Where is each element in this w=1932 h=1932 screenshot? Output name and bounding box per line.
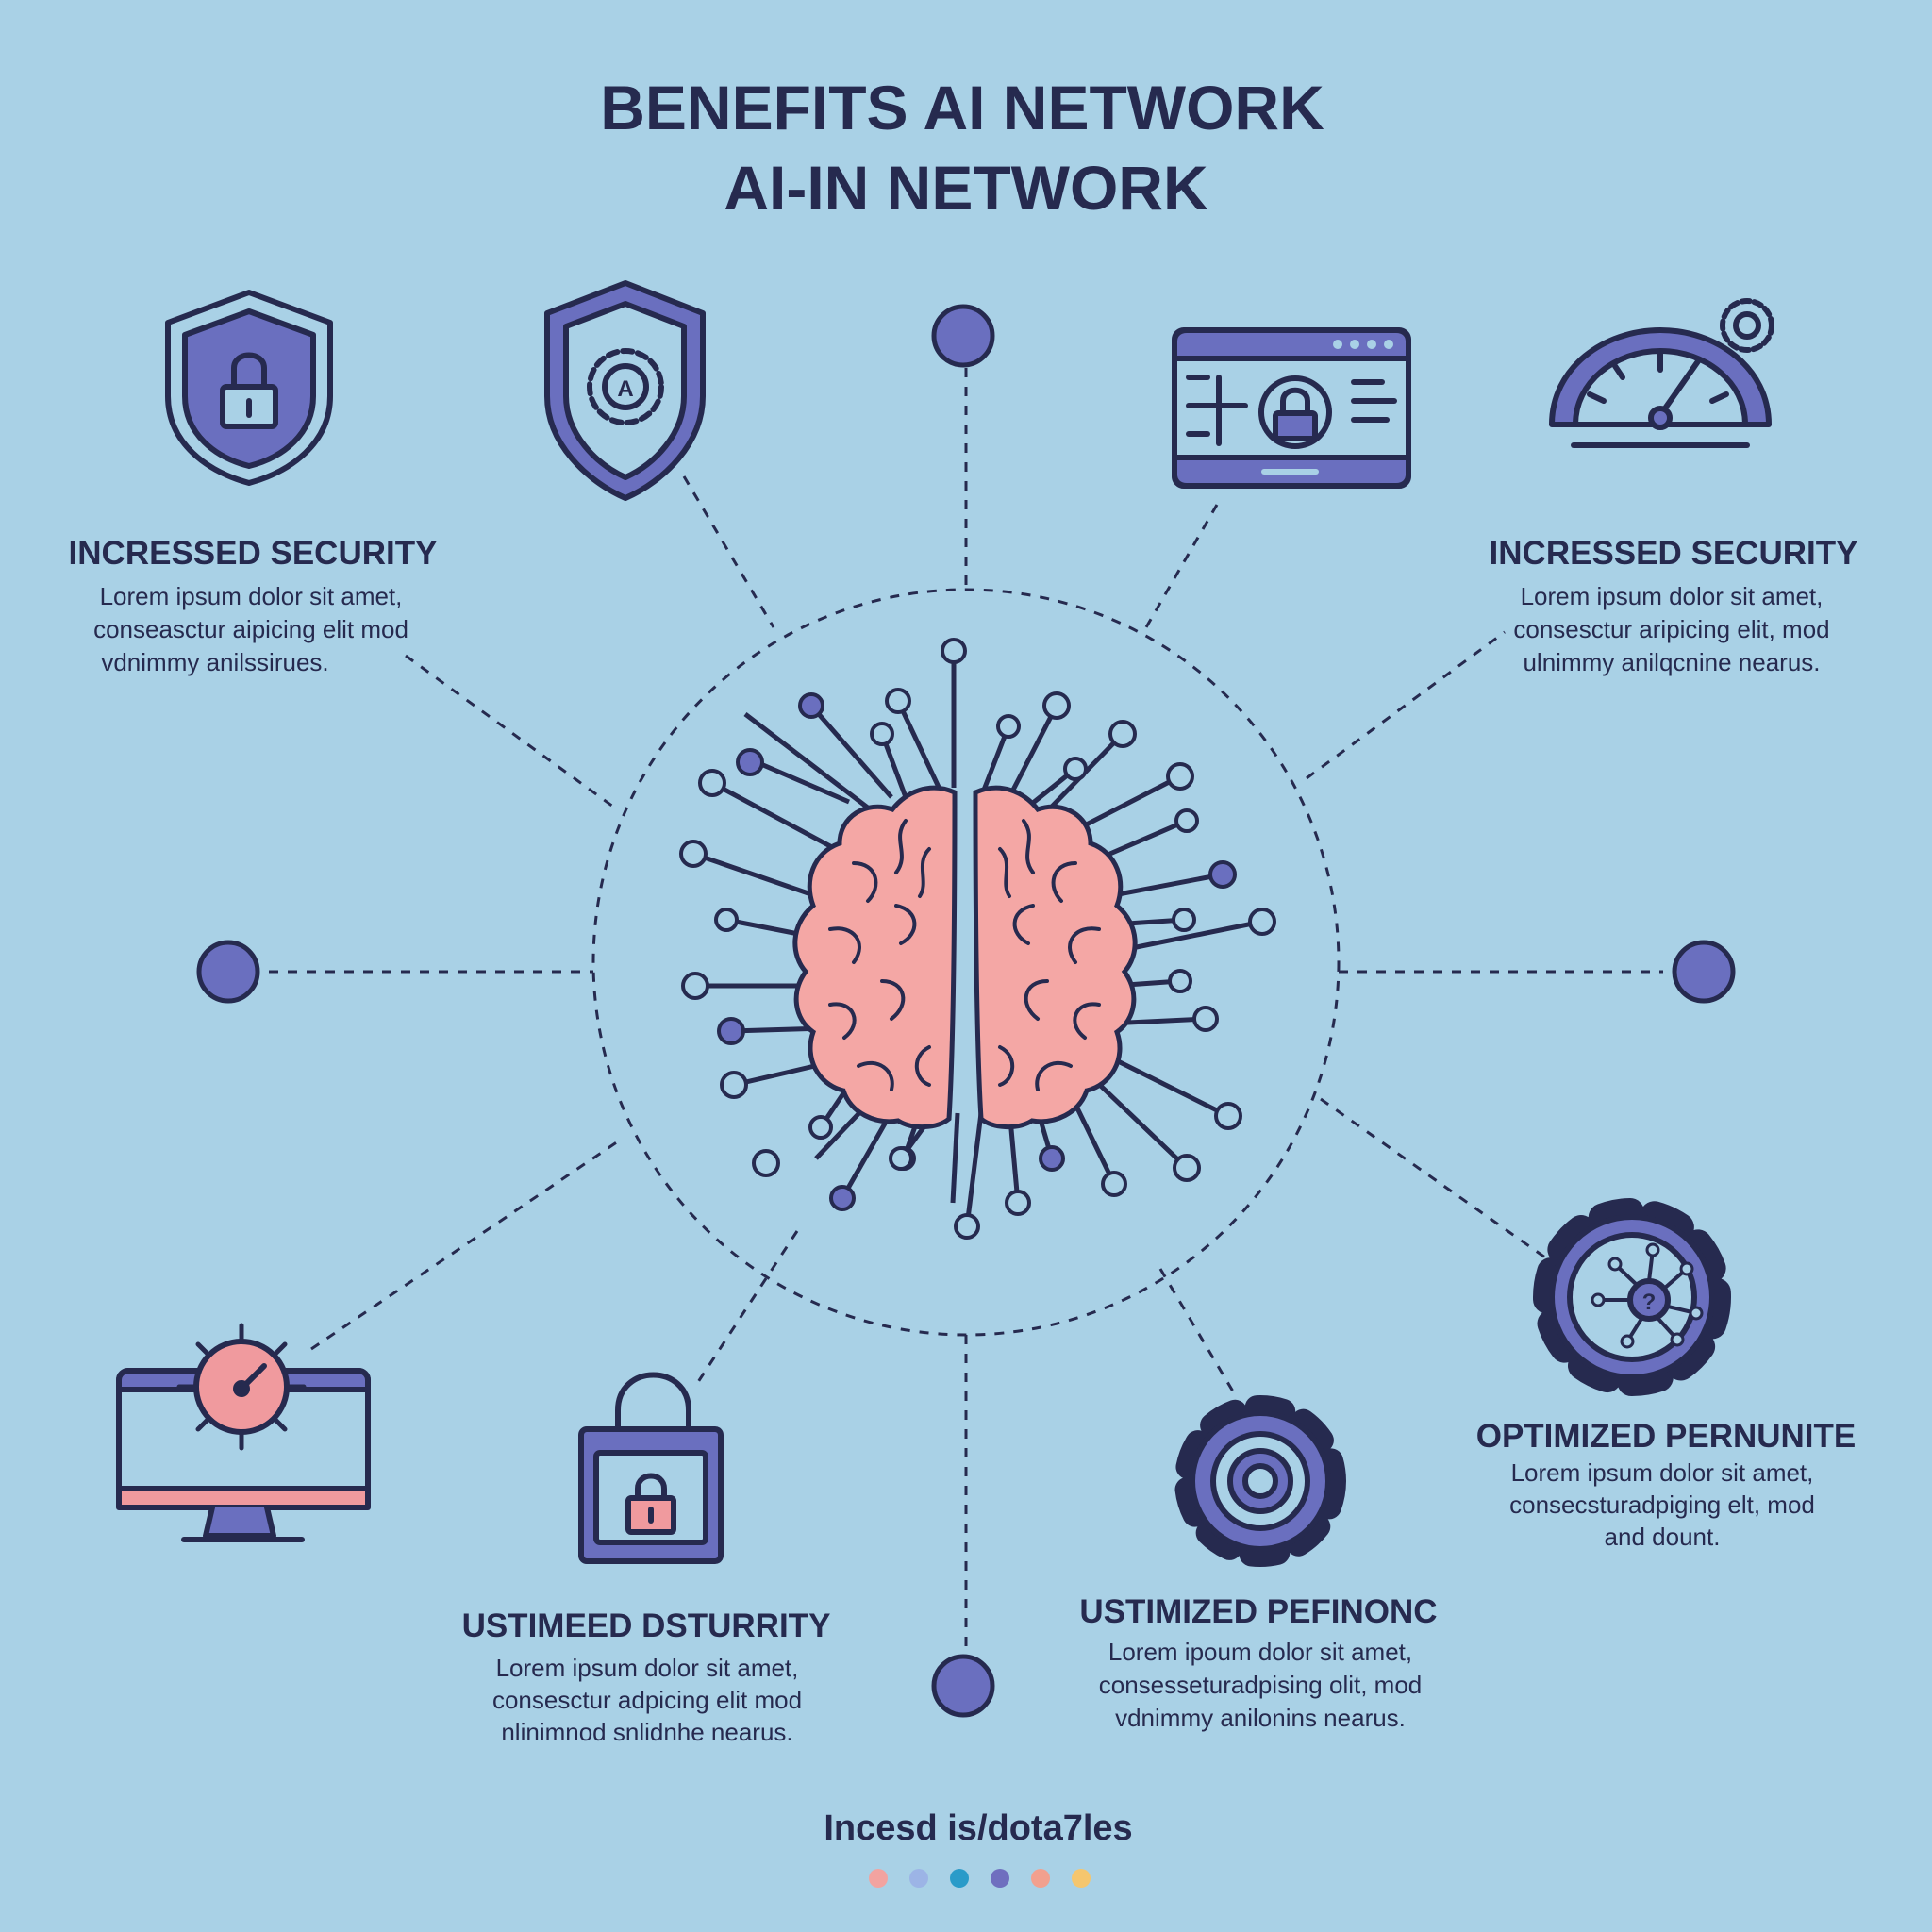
connector-upper-right — [1306, 630, 1506, 780]
connector-bottom-left — [696, 1230, 799, 1383]
benefit-line: Lorem ipsum dolor sit amet, — [1521, 582, 1824, 610]
benefit-security-bottom: USTIMEED DSTURRITY Lorem ipsum dolor sit… — [462, 1607, 831, 1746]
footer-dot — [991, 1869, 1009, 1888]
node-left — [196, 940, 260, 1004]
footer-dot — [869, 1869, 888, 1888]
footer-text: Incesd is/dota7les — [824, 1808, 1132, 1848]
brain-folds — [828, 819, 1101, 1091]
footer-dot — [1072, 1869, 1091, 1888]
title-line-2: AI-IN NETWORK — [724, 153, 1208, 223]
benefit-line: consesseturadpising olit, mod — [1099, 1671, 1423, 1699]
footer-dot — [1031, 1869, 1050, 1888]
benefit-line: Lorem ipsum dolor sit amet, — [496, 1654, 799, 1682]
shield-lock-icon — [165, 290, 333, 486]
benefit-line: Lorem ipsum dolor sit amet, — [1511, 1458, 1814, 1487]
brain-hemispheres — [792, 785, 1138, 1129]
benefit-line: consecsturadpiging elt, mod — [1509, 1491, 1815, 1519]
benefit-heading: INCRESSED SECURITY — [1490, 535, 1858, 572]
benefit-line: vdnimmy anilonins nearus. — [1115, 1704, 1406, 1732]
benefit-line: consesctur adpicing elit mod — [492, 1686, 802, 1714]
benefit-line: consesctur aripicing elit, mod — [1513, 615, 1829, 643]
benefit-security-left: INCRESSED SECURITY Lorem ipsum dolor sit… — [69, 535, 438, 676]
footer-dots — [869, 1869, 1091, 1888]
connector-bottom-right — [1158, 1268, 1238, 1397]
benefit-security-right: INCRESSED SECURITY Lorem ipsum dolor sit… — [1490, 535, 1858, 676]
svg-text:?: ? — [1642, 1290, 1657, 1315]
benefit-optimized-bottom: USTIMIZED PEFINONC Lorem ipoum dolor sit… — [1079, 1593, 1437, 1732]
svg-text:A: A — [617, 376, 633, 402]
benefit-line: nlinimnod snlidnhe nearus. — [501, 1718, 792, 1746]
benefit-line: ulnimmy anilqcnine nearus. — [1523, 648, 1820, 676]
benefit-line: Lorem ipsum dolor sit amet, — [100, 582, 403, 610]
ai-shield-icon: A — [544, 280, 706, 501]
monitor-gauge-icon — [116, 1323, 371, 1542]
benefit-heading: USTIMIZED PEFINONC — [1079, 1593, 1437, 1630]
connector-top-left — [682, 475, 775, 628]
connector-lines — [269, 368, 1663, 1651]
gauge-rays — [176, 1323, 307, 1451]
speedometer-icon — [1549, 298, 1774, 448]
title-line-1: BENEFITS AI NETWORK — [600, 73, 1324, 142]
benefit-line: Lorem ipoum dolor sit amet, — [1108, 1638, 1412, 1666]
benefit-heading: OPTIMIZED PERNUNITE — [1476, 1418, 1857, 1455]
footer-dot — [950, 1869, 969, 1888]
node-bottom — [931, 1654, 995, 1718]
node-top — [931, 304, 995, 368]
gear-icon — [1174, 1395, 1346, 1567]
brain-network-icon — [679, 638, 1276, 1240]
circuit-gear-icon: ? — [1533, 1198, 1731, 1396]
secure-browser-icon — [1172, 327, 1411, 489]
connector-upper-left — [405, 654, 614, 808]
benefit-line: vdnimmy anilssirues. — [101, 648, 328, 676]
connector-lower-left — [310, 1140, 619, 1351]
brain-circuit-nodes — [679, 638, 1276, 1240]
footer-dot — [909, 1869, 928, 1888]
connector-top-right — [1144, 504, 1219, 628]
benefit-line: conseasctur aipicing elit mod — [93, 615, 408, 643]
padlock-box-icon — [578, 1372, 724, 1564]
benefit-heading: USTIMEED DSTURRITY — [462, 1607, 831, 1644]
benefit-optimized-right: OPTIMIZED PERNUNITE Lorem ipsum dolor si… — [1476, 1418, 1857, 1551]
node-right — [1672, 940, 1736, 1004]
benefit-heading: INCRESSED SECURITY — [69, 535, 438, 572]
benefit-line: and dount. — [1605, 1523, 1721, 1551]
connector-lower-right — [1320, 1097, 1562, 1271]
